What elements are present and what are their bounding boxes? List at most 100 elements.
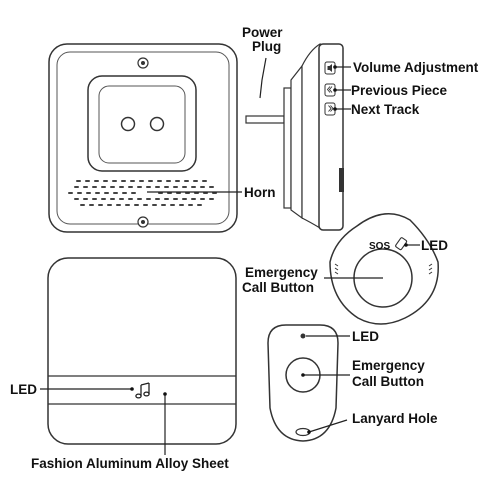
grille-slot: [92, 198, 97, 200]
horn-label: Horn: [244, 185, 276, 200]
fob-led-label: LED: [352, 329, 379, 344]
grille-slot: [85, 180, 90, 182]
grille-slot: [193, 180, 198, 182]
grille-slot: [134, 204, 139, 206]
horn-grille: [68, 180, 217, 206]
grille-slot: [112, 180, 117, 182]
grille-slot: [191, 186, 196, 188]
pendant-emergency-label-line1: Emergency: [245, 265, 318, 280]
grille-slot: [164, 186, 169, 188]
sos-text: SOS: [369, 241, 390, 252]
grille-slot: [83, 186, 88, 188]
previous-track-icon: [326, 86, 333, 93]
key-fob: [267, 324, 339, 442]
front-led-label: LED: [10, 382, 37, 397]
receiver-front: [48, 43, 238, 233]
grille-slot: [161, 204, 166, 206]
power-plug-label-line2: Plug: [252, 39, 281, 54]
grille-slot: [139, 180, 144, 182]
grille-slot: [146, 186, 151, 188]
grille-slot: [143, 204, 148, 206]
next-track-label: Next Track: [351, 102, 420, 117]
volume-adjustment-label: Volume Adjustment: [353, 60, 479, 75]
sos-pendant: SOS: [329, 213, 439, 325]
music-note-icon: [135, 382, 150, 399]
grille-slot: [74, 198, 79, 200]
grille-slot: [182, 186, 187, 188]
grille-slot: [170, 204, 175, 206]
grille-slot: [89, 204, 94, 206]
plug-prong: [245, 115, 285, 124]
grille-slot: [146, 198, 151, 200]
grille-slot: [188, 204, 193, 206]
grille-slot: [77, 192, 82, 194]
grille-slot: [74, 186, 79, 188]
grille-slot: [92, 186, 97, 188]
grille-slot: [157, 180, 162, 182]
power-plug-label-line1: Power: [242, 25, 283, 40]
pendant-led: [395, 237, 408, 251]
grille-slot: [83, 198, 88, 200]
fob-led: [300, 333, 306, 339]
grille-slot: [166, 180, 171, 182]
grille-slot: [197, 204, 202, 206]
fashion-sheet-label: Fashion Aluminum Alloy Sheet: [31, 456, 229, 471]
grille-slot: [173, 198, 178, 200]
grille-slot: [155, 186, 160, 188]
grille-slot: [128, 198, 133, 200]
grille-slot: [116, 204, 121, 206]
grille-slot: [101, 198, 106, 200]
grille-slot: [113, 192, 118, 194]
grille-slot: [164, 198, 169, 200]
grille-slot: [200, 186, 205, 188]
grille-slot: [209, 198, 214, 200]
doorbell-button: [47, 257, 237, 445]
grille-slot: [121, 180, 126, 182]
grille-slot: [98, 204, 103, 206]
grille-slot: [86, 192, 91, 194]
grille-slot: [182, 198, 187, 200]
grille-slot: [95, 192, 100, 194]
grille-slot: [128, 186, 133, 188]
receiver-side: [245, 42, 344, 231]
grille-slot: [101, 186, 106, 188]
grille-slot: [179, 204, 184, 206]
grille-slot: [76, 180, 81, 182]
grille-slot: [184, 180, 189, 182]
grille-slot: [137, 186, 142, 188]
socket-hole-right: [149, 116, 165, 132]
pendant-emergency-label-line2: Call Button: [242, 280, 314, 295]
next-track-icon: [328, 105, 334, 112]
grille-slot: [122, 192, 127, 194]
grille-slot: [119, 198, 124, 200]
grille-slot: [137, 198, 142, 200]
grille-slot: [173, 186, 178, 188]
grille-slot: [209, 186, 214, 188]
grille-slot: [175, 180, 180, 182]
grille-slot: [110, 198, 115, 200]
previous-piece-label: Previous Piece: [351, 83, 448, 98]
receiver-leader-lines: [147, 57, 351, 193]
grille-slot: [107, 204, 112, 206]
power-socket: [87, 75, 197, 172]
grille-slot: [200, 198, 205, 200]
fob-emergency-label-line2: Call Button: [352, 374, 424, 389]
grille-slot: [152, 204, 157, 206]
grille-slot: [80, 204, 85, 206]
lanyard-hole-label: Lanyard Hole: [352, 411, 438, 426]
grille-slot: [131, 192, 136, 194]
grille-slot: [125, 204, 130, 206]
socket-hole-left: [120, 116, 136, 132]
fob-emergency-label-line1: Emergency: [352, 358, 425, 373]
grille-slot: [155, 198, 160, 200]
grille-slot: [191, 198, 196, 200]
grille-slot: [202, 180, 207, 182]
grille-slot: [148, 180, 153, 182]
grille-slot: [110, 186, 115, 188]
grille-slot: [68, 192, 73, 194]
pendant-led-label: LED: [421, 238, 448, 253]
grille-slot: [130, 180, 135, 182]
grille-slot: [94, 180, 99, 182]
grille-slot: [104, 192, 109, 194]
